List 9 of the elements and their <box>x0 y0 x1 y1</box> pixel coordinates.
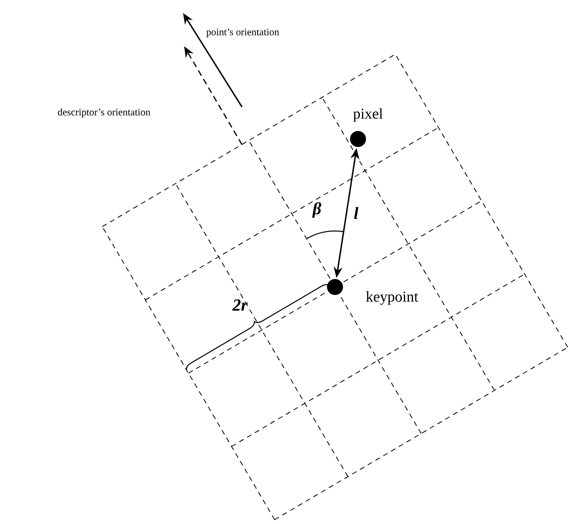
point-label: pixel <box>353 108 383 122</box>
point-marker <box>350 131 366 147</box>
point-marker <box>327 279 343 295</box>
direction-label: descriptor’s orientation <box>58 108 150 118</box>
direction-label: point’s orientation <box>206 28 280 38</box>
edge-label: l <box>354 207 358 219</box>
dimension-label: 2r <box>232 299 248 311</box>
angle-label: β <box>312 202 322 218</box>
point-label: keypoint <box>366 291 418 305</box>
